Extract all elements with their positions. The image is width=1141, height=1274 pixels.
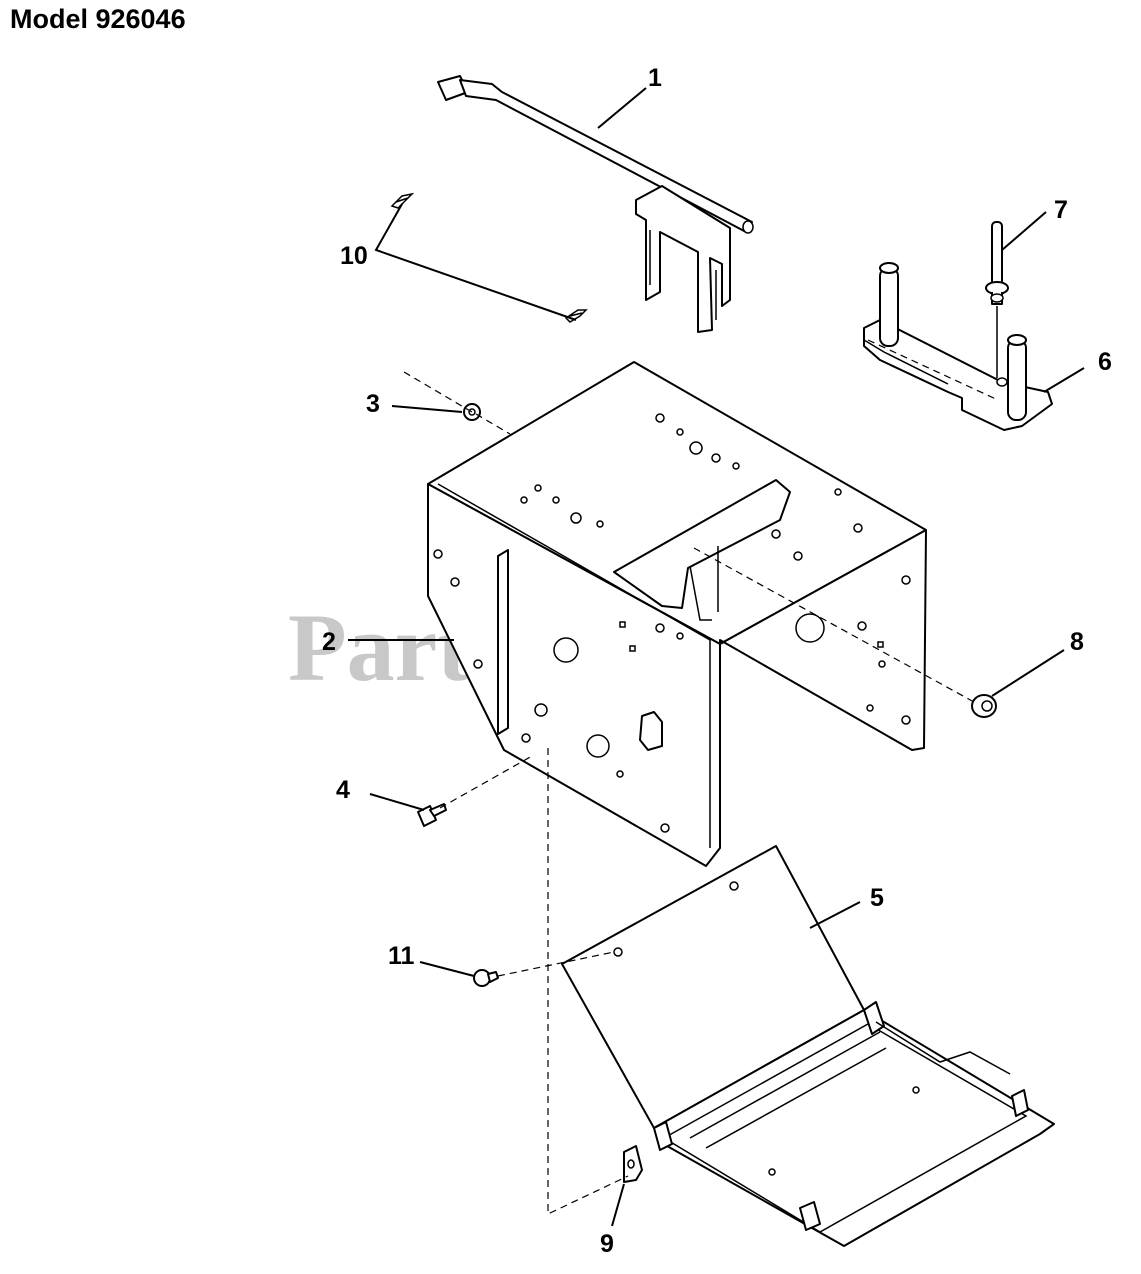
callout-1: 1	[648, 64, 662, 92]
leader-11	[419, 961, 475, 977]
part-5-cover-shield[interactable]	[561, 845, 1055, 1247]
callout-4: 4	[336, 776, 350, 804]
callout-2: 2	[322, 628, 336, 656]
assembly-line-3	[403, 371, 511, 435]
callout-10: 10	[340, 242, 368, 270]
leader-7	[1001, 211, 1047, 251]
leader-9	[611, 1183, 625, 1227]
leader-8	[991, 649, 1065, 697]
callout-11: 11	[388, 942, 415, 970]
leader-4	[369, 793, 425, 811]
assembly-line-11	[497, 951, 615, 977]
leader-6	[1043, 367, 1085, 393]
part-10-hairpin-clips[interactable]	[390, 192, 588, 323]
assembly-line-4	[439, 755, 533, 809]
part-7-pin[interactable]	[985, 221, 1009, 378]
callout-5: 5	[870, 884, 884, 912]
callout-6: 6	[1098, 348, 1112, 376]
part-6-stud-bracket[interactable]	[863, 262, 1053, 431]
callout-9: 9	[600, 1230, 614, 1258]
leader-3	[391, 405, 463, 413]
callout-3: 3	[366, 390, 380, 418]
leader-10	[374, 203, 577, 321]
part-9-clip[interactable]	[623, 1145, 643, 1183]
callout-8: 8	[1070, 628, 1084, 656]
leader-1	[597, 87, 647, 129]
assembly-line-8	[693, 547, 975, 703]
part-8-bushing[interactable]	[971, 694, 997, 718]
callout-7: 7	[1054, 196, 1068, 224]
leader-5	[809, 901, 861, 929]
part-2-frame-housing[interactable]	[427, 361, 927, 867]
part-11-fastener[interactable]	[473, 969, 499, 987]
part-1-shift-rod[interactable]	[437, 75, 754, 333]
model-title: Model 926046	[10, 4, 186, 34]
